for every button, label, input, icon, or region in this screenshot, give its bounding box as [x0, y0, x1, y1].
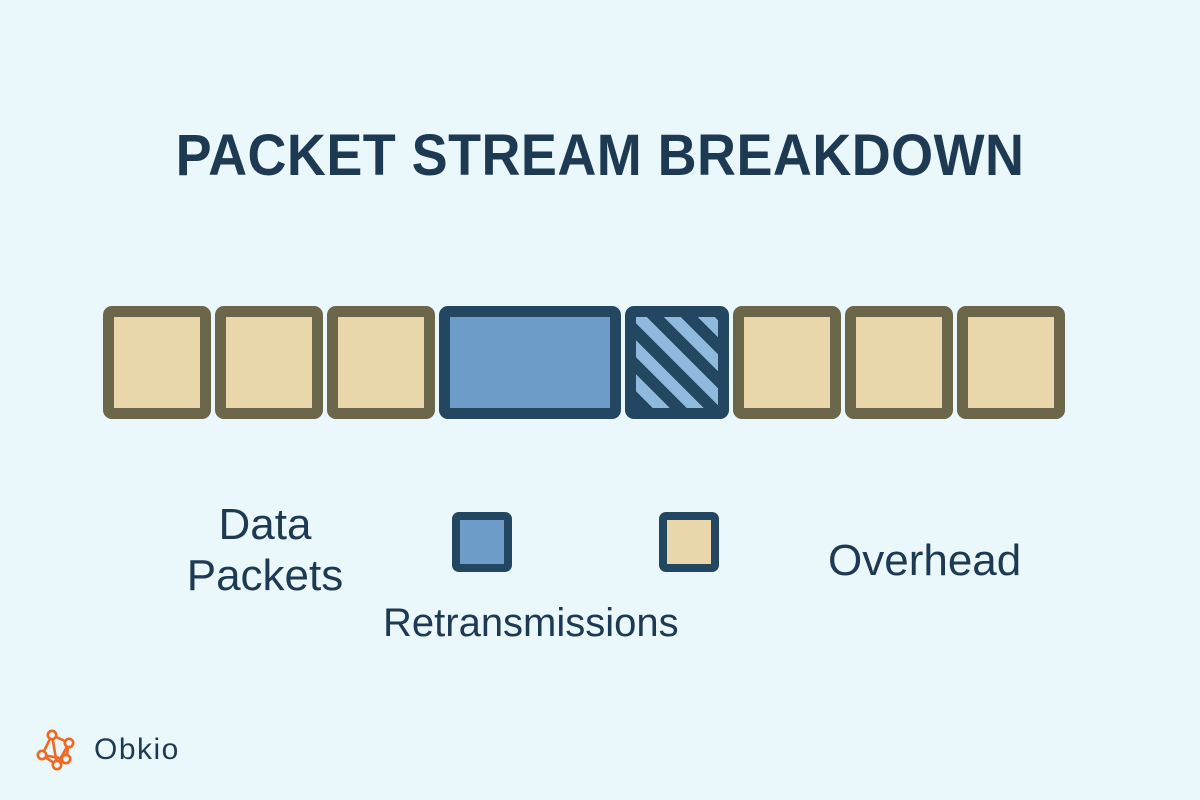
packet-block-overhead — [845, 306, 953, 419]
brand-logo: Obkio — [32, 726, 180, 774]
packet-block-overhead — [103, 306, 211, 419]
packet-block-overhead — [327, 306, 435, 419]
legend-swatch-overhead — [659, 512, 719, 572]
hatch-pattern — [636, 317, 718, 408]
brand-name: Obkio — [94, 733, 180, 766]
packet-block-overhead — [957, 306, 1065, 419]
legend-swatch-retransmissions — [452, 512, 512, 572]
legend-label-overhead: Overhead — [828, 536, 1022, 585]
page-title: PACKET STREAM BREAKDOWN — [175, 123, 1025, 188]
packet-block-retransmission — [625, 306, 729, 419]
network-graph-icon — [36, 729, 75, 771]
legend-label-retransmissions: Retransmissions — [383, 601, 679, 645]
packet-block-overhead — [733, 306, 841, 419]
packet-stream-strip — [103, 306, 1099, 419]
legend-label-data-packets: Data Packets — [186, 500, 344, 600]
packet-block-overhead — [215, 306, 323, 419]
legend: Data Packets Retransmissions Overhead — [0, 495, 1200, 655]
packet-block-data — [439, 306, 621, 419]
